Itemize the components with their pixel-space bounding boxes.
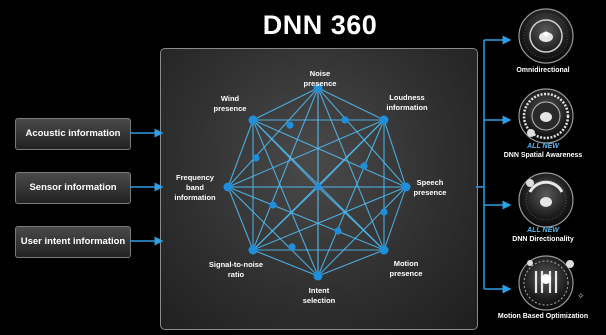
input-box-user-intent: User intent information bbox=[15, 226, 131, 258]
directionality-icon bbox=[518, 172, 574, 228]
network-edge bbox=[252, 249, 319, 277]
network-edge bbox=[252, 119, 319, 188]
network-hidden-node bbox=[380, 208, 388, 216]
network-edge bbox=[317, 87, 385, 251]
node-label-speech: Speech presence bbox=[413, 178, 447, 197]
all-new-tag: ALL NEW bbox=[527, 143, 559, 150]
network-hidden-node bbox=[341, 116, 349, 124]
network-node bbox=[248, 245, 258, 255]
network-edge bbox=[383, 119, 407, 188]
network-edge bbox=[227, 87, 319, 188]
output-name: Motion Based Optimization bbox=[497, 313, 589, 320]
input-box-sensor: Sensor information bbox=[15, 172, 131, 204]
node-label-motion: Motion presence bbox=[389, 259, 423, 278]
node-label-loudness: Loudness information bbox=[386, 93, 428, 112]
svg-text:✧: ✧ bbox=[577, 291, 585, 301]
network-edge bbox=[317, 249, 385, 277]
network-edge bbox=[252, 119, 319, 277]
network-node bbox=[401, 182, 411, 192]
output-name: DNN Spatial Awareness bbox=[503, 151, 583, 159]
input-label: Sensor information bbox=[29, 182, 117, 193]
network-edge bbox=[227, 186, 319, 277]
spatial-awareness-icon bbox=[518, 88, 574, 144]
node-label-snr: Signal-to-noise ratio bbox=[208, 260, 264, 279]
network-edge bbox=[227, 119, 254, 188]
omnidirectional-icon bbox=[518, 8, 574, 64]
network-node bbox=[313, 271, 323, 281]
network-edge bbox=[317, 186, 407, 277]
input-label: User intent information bbox=[20, 236, 126, 247]
network-edge bbox=[317, 119, 385, 188]
network-node bbox=[248, 115, 258, 125]
network-edge bbox=[383, 186, 407, 251]
all-new-tag: ALL NEW bbox=[527, 227, 559, 234]
node-label-intent: Intent selection bbox=[302, 286, 336, 305]
output-label-directionality: ALL NEW DNN Directionality bbox=[488, 227, 598, 244]
network-center-node bbox=[314, 183, 322, 191]
output-label-spatial-awareness: ALL NEW DNN Spatial Awareness bbox=[488, 143, 598, 160]
network-edge bbox=[317, 186, 385, 251]
network-node bbox=[223, 182, 233, 192]
network-node bbox=[379, 245, 389, 255]
motion-optimization-icon: ✧ bbox=[518, 255, 585, 311]
network-hidden-node bbox=[360, 162, 368, 170]
output-label-omnidirectional: Omnidirectional bbox=[488, 67, 598, 76]
node-label-frequency: Frequency band information bbox=[174, 173, 216, 202]
network-edge bbox=[227, 186, 385, 251]
network-edge bbox=[252, 87, 319, 251]
network-edge bbox=[252, 186, 407, 251]
network-edge bbox=[227, 119, 385, 188]
network-hidden-node bbox=[288, 243, 296, 251]
input-label: Acoustic information bbox=[25, 128, 121, 139]
network-node bbox=[379, 115, 389, 125]
network-edge bbox=[317, 87, 407, 188]
network-edge bbox=[317, 119, 385, 277]
network-hidden-node bbox=[286, 121, 294, 129]
output-name: Omnidirectional bbox=[516, 67, 570, 74]
network-hidden-node bbox=[334, 227, 342, 235]
network-edge bbox=[252, 119, 407, 188]
network-edge bbox=[317, 87, 385, 121]
node-label-wind: Wind presence bbox=[213, 94, 247, 113]
network-edge bbox=[252, 186, 319, 251]
input-box-acoustic: Acoustic information bbox=[15, 118, 131, 150]
page-title: DNN 360 bbox=[262, 10, 378, 40]
network-hidden-node bbox=[252, 154, 260, 162]
network-edge bbox=[227, 186, 254, 251]
network-hidden-node bbox=[269, 201, 277, 209]
node-label-noise: Noise presence bbox=[303, 69, 337, 88]
network-node bbox=[313, 83, 323, 93]
network-edge bbox=[252, 87, 319, 121]
output-label-motion-optimization: Motion Based Optimization bbox=[488, 313, 598, 322]
output-name: DNN Directionality bbox=[512, 235, 574, 243]
